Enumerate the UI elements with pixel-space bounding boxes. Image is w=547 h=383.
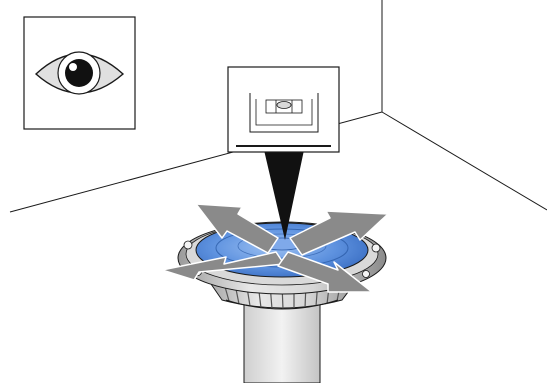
- arrow-up-left: [195, 203, 279, 254]
- level-inset-panel: [227, 66, 340, 153]
- adjustment-arrows: [161, 203, 389, 293]
- floor-line-right: [381, 111, 547, 211]
- eye-inset-panel: [23, 16, 136, 130]
- drain-pipe: [243, 297, 321, 383]
- eye-icon: [34, 51, 125, 95]
- spirit-level-icon: [236, 93, 331, 147]
- inset-pointer: [264, 150, 304, 240]
- arrow-up-right: [289, 210, 389, 256]
- arrow-down-left: [161, 251, 285, 281]
- arrow-down-right: [277, 251, 373, 293]
